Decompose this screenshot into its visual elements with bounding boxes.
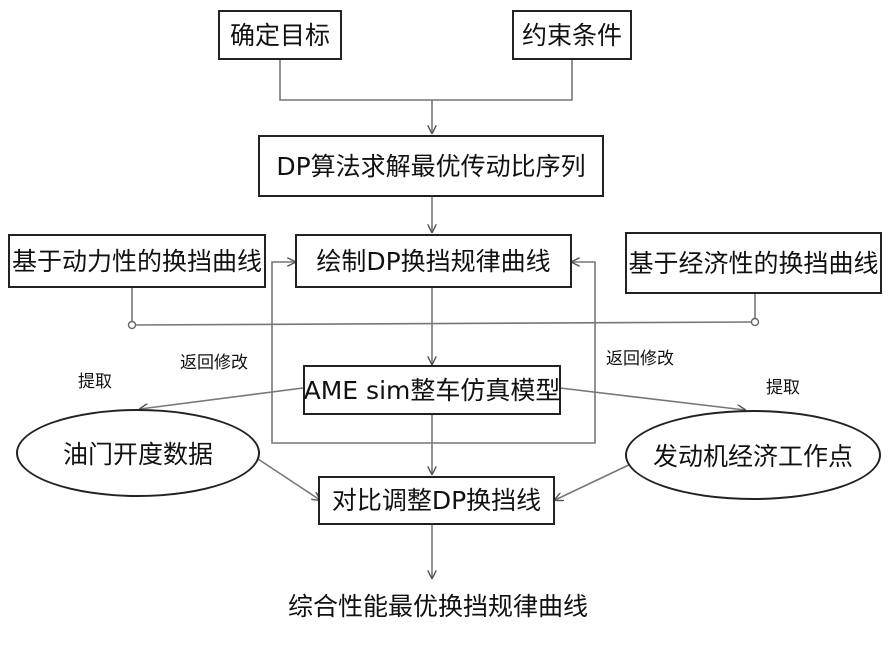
label-extract-right: 提取 <box>766 380 800 397</box>
arrow-extract-throttle <box>140 388 303 409</box>
node-economy-curve-label: 基于经济性的换挡曲线 <box>628 251 878 276</box>
node-final-curve: 综合性能最优换挡规律曲线 <box>275 580 601 632</box>
node-goal-label: 确定目标 <box>230 23 330 48</box>
node-ame-model-label: AME sim整车仿真模型 <box>304 378 561 403</box>
node-dynamic-curve-label: 基于动力性的换挡曲线 <box>12 249 262 274</box>
node-engine-point-label: 发动机经济工作点 <box>653 437 853 473</box>
node-economy-curve: 基于经济性的换挡曲线 <box>625 232 882 294</box>
node-engine-point: 发动机经济工作点 <box>625 410 881 500</box>
arrow-throttle-to-compare <box>255 457 320 500</box>
label-extract-left: 提取 <box>78 374 112 391</box>
node-ame-model: AME sim整车仿真模型 <box>303 365 561 415</box>
node-throttle-data: 油门开度数据 <box>16 409 260 497</box>
junction-dot-right <box>752 319 759 326</box>
connector-horizontal-merge <box>132 322 755 325</box>
label-return-left: 返回修改 <box>180 355 248 372</box>
node-draw-dp: 绘制DP换挡规律曲线 <box>295 234 572 288</box>
node-goal: 确定目标 <box>218 10 342 60</box>
node-dynamic-curve: 基于动力性的换挡曲线 <box>8 234 266 288</box>
label-return-right: 返回修改 <box>606 351 674 368</box>
node-draw-dp-label: 绘制DP换挡规律曲线 <box>316 249 550 274</box>
node-dp-solve-label: DP算法求解最优传动比序列 <box>276 154 585 179</box>
node-dp-solve: DP算法求解最优传动比序列 <box>258 135 604 197</box>
node-constraint: 约束条件 <box>512 10 632 60</box>
node-constraint-label: 约束条件 <box>522 23 622 48</box>
connector-constraint <box>432 58 572 100</box>
connector-goal <box>280 58 432 100</box>
arrow-extract-engine <box>560 388 745 410</box>
feedback-loop-right <box>432 262 595 443</box>
arrow-engine-to-compare <box>555 462 635 500</box>
node-throttle-data-label: 油门开度数据 <box>63 435 213 471</box>
node-compare-adjust-label: 对比调整DP换挡线 <box>332 488 541 513</box>
junction-dot-left <box>129 322 136 329</box>
node-compare-adjust: 对比调整DP换挡线 <box>318 476 555 525</box>
node-final-curve-label: 综合性能最优换挡规律曲线 <box>288 594 588 619</box>
feedback-loop-left <box>272 262 432 443</box>
